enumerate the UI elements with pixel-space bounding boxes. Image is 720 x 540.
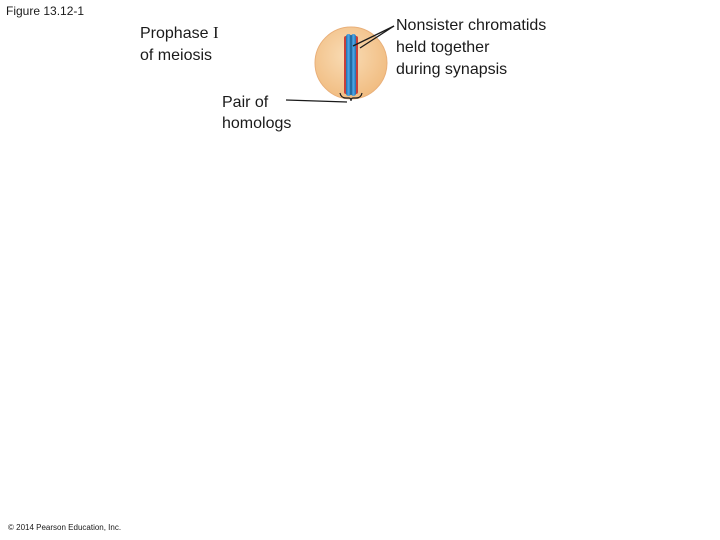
stage-label: Prophase I of meiosis — [140, 22, 219, 67]
homolog-pair — [344, 34, 358, 96]
synapsis-label-line-3: during synapsis — [396, 61, 508, 78]
synapsis-label: Nonsister chromatids held together durin… — [396, 15, 546, 81]
stage-label-line-2: of meiosis — [140, 47, 213, 64]
chromatid-blue-left — [346, 34, 351, 96]
synapsis-label-line-2: held together — [396, 39, 490, 56]
chromatid-blue-right — [351, 34, 356, 96]
copyright-notice: © 2014 Pearson Education, Inc. — [8, 523, 122, 532]
homolog-label-line-1: Pair of — [222, 94, 269, 111]
figure-title: Figure 13.12-1 — [6, 4, 85, 18]
synapsis-label-line-1: Nonsister chromatids — [396, 17, 547, 34]
homolog-label-line-2: homologs — [222, 115, 292, 132]
stage-label-line-1: Prophase I — [140, 23, 219, 42]
synapsis-leader-line-2 — [359, 25, 395, 49]
homolog-brace — [339, 92, 363, 102]
homolog-label: Pair of homologs — [222, 92, 291, 134]
synapsis-leader-line-1 — [352, 25, 395, 47]
homolog-leader-line — [285, 99, 348, 103]
